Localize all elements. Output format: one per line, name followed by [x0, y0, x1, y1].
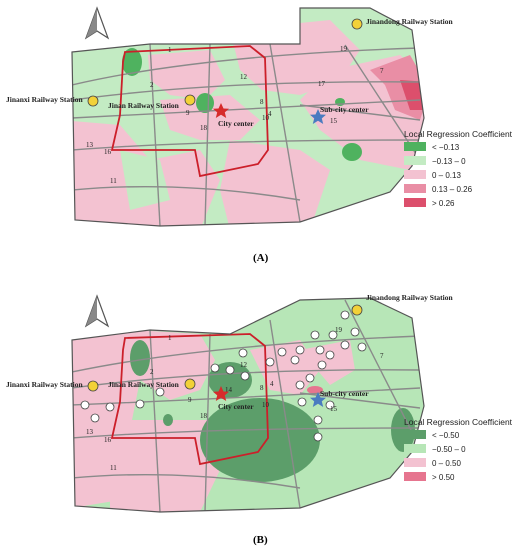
sub-city-center-star-icon	[310, 109, 326, 124]
svg-text:11: 11	[110, 177, 117, 185]
jinanxi-station-b	[87, 380, 99, 392]
caption-a: (A)	[253, 252, 269, 264]
city-center-star-icon	[213, 386, 229, 401]
svg-text:4: 4	[268, 110, 272, 118]
city-center-label-b: City center	[218, 402, 254, 411]
svg-text:13: 13	[86, 428, 94, 436]
legend-b-item-3: > 0.50	[432, 473, 455, 482]
legend-a-item-4: > 0.26	[432, 199, 455, 208]
jinandong-station-b	[351, 304, 363, 316]
jinanxi-station-a	[87, 95, 99, 107]
legend-b-item-0: < −0.50	[432, 431, 460, 440]
jinandong-label-b: Jinandong Railway Station	[366, 293, 454, 302]
urban-boundary	[110, 333, 269, 466]
svg-text:10: 10	[262, 114, 270, 122]
svg-text:9: 9	[188, 396, 192, 404]
legend-b: Local Regression Coefficient < −0.50 −0.…	[404, 417, 513, 482]
svg-text:19: 19	[340, 45, 348, 53]
city-center-star-icon	[213, 103, 229, 118]
svg-text:16: 16	[104, 436, 112, 444]
svg-text:9: 9	[186, 109, 190, 117]
legend-a-item-3: 0.13 – 0.26	[432, 185, 473, 194]
svg-text:15: 15	[330, 117, 338, 125]
panel-a-outline	[71, 7, 425, 227]
svg-text:17: 17	[318, 80, 326, 88]
svg-text:15: 15	[330, 405, 338, 413]
jinandong-label-a: Jinandong Railway Station	[366, 17, 454, 26]
svg-text:1: 1	[168, 46, 172, 54]
caption-b: (B)	[253, 534, 268, 546]
svg-text:12: 12	[240, 73, 248, 81]
legend-b-item-2: 0 – 0.50	[432, 459, 461, 468]
urban-boundary	[110, 45, 269, 178]
jinan-station-a	[184, 94, 196, 106]
svg-text:18: 18	[200, 412, 208, 420]
legend-a-title: Local Regression Coefficient	[404, 129, 513, 139]
legend-b-item-1: −0.50 – 0	[432, 445, 466, 454]
city-center-label-a: City center	[218, 119, 254, 128]
svg-text:18: 18	[200, 124, 208, 132]
panel-b-surface	[72, 298, 424, 512]
jinan-label-b: Jinan Railway Station	[108, 380, 180, 389]
panel-b-outline	[71, 297, 425, 513]
svg-text:7: 7	[380, 352, 384, 360]
svg-text:2: 2	[150, 368, 154, 376]
sub-city-center-label-b: Sub-city center	[320, 389, 369, 398]
sub-city-center-label-a: Sub-city center	[320, 105, 369, 114]
svg-text:12: 12	[240, 361, 248, 369]
svg-text:2: 2	[150, 81, 154, 89]
sub-city-center-star-icon	[310, 392, 326, 407]
jinanxi-label-b: Jinanxi Railway Station	[6, 380, 84, 389]
jinandong-station-a	[351, 18, 363, 30]
svg-text:11: 11	[110, 464, 117, 472]
legend-b-title: Local Regression Coefficient	[404, 417, 513, 427]
svg-text:14: 14	[225, 386, 233, 394]
svg-text:4: 4	[270, 380, 274, 388]
jinanxi-label-a: Jinanxi Railway Station	[6, 95, 84, 104]
legend-a-item-2: 0 – 0.13	[432, 171, 461, 180]
svg-text:8: 8	[260, 98, 264, 106]
svg-text:1: 1	[168, 334, 172, 342]
sample-points	[80, 310, 367, 442]
jinan-label-a: Jinan Railway Station	[108, 101, 180, 110]
svg-text:7: 7	[380, 67, 384, 75]
svg-text:10: 10	[262, 401, 270, 409]
svg-text:19: 19	[335, 326, 343, 334]
svg-text:16: 16	[104, 148, 112, 156]
jinan-station-b	[184, 378, 196, 390]
legend-a: Local Regression Coefficient < −0.13 −0.…	[404, 129, 513, 208]
legend-a-item-0: < −0.13	[432, 143, 460, 152]
legend-a-item-1: −0.13 – 0	[432, 157, 466, 166]
svg-text:13: 13	[86, 141, 94, 149]
svg-text:8: 8	[260, 384, 264, 392]
